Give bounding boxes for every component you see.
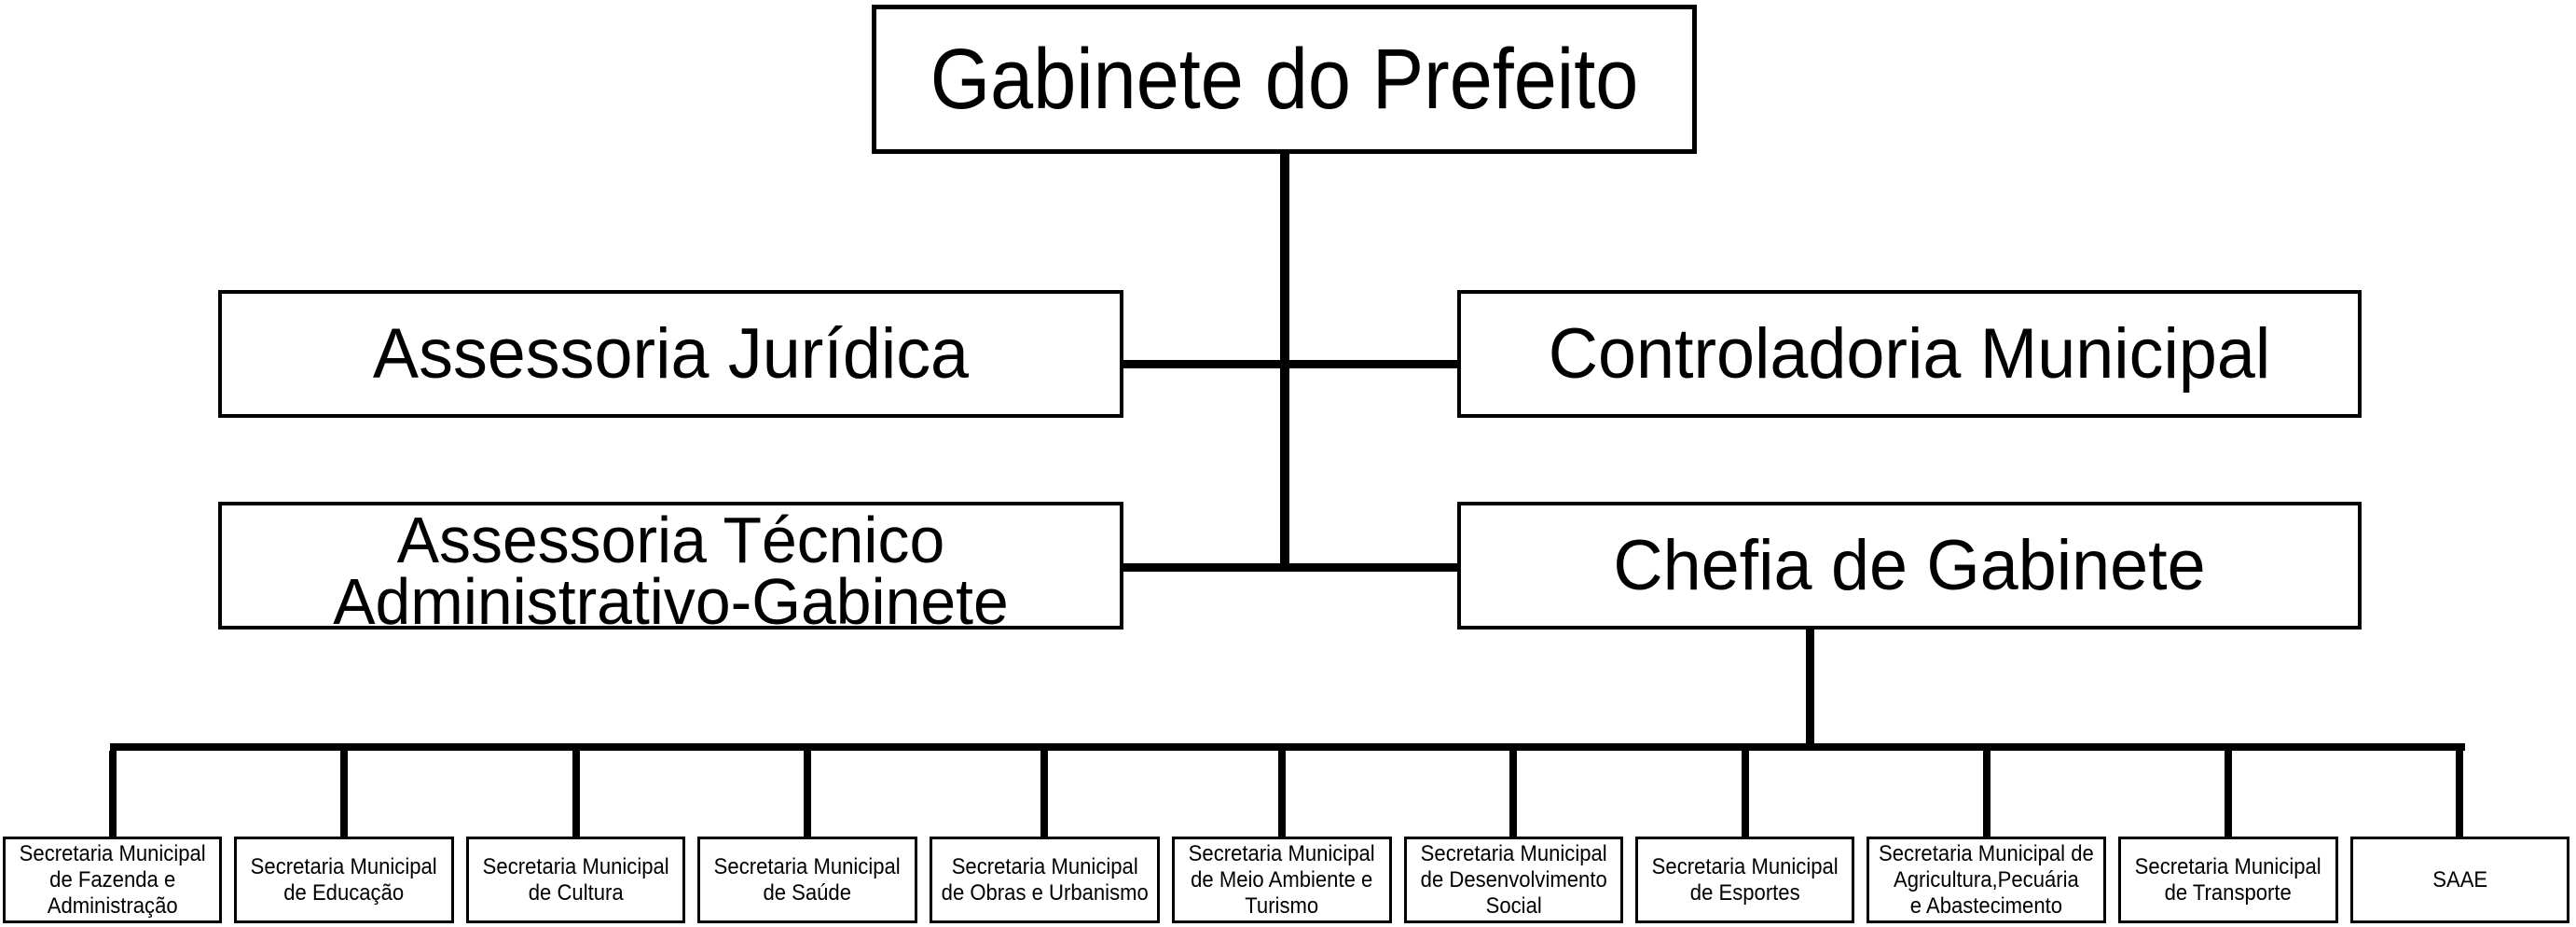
- connector-secretaria-vertical-line: [340, 751, 349, 839]
- secretariats-row: Secretaria Municipal de Fazenda e Admini…: [3, 751, 2570, 923]
- org-node-label: Chefia de Gabinete: [1613, 525, 2206, 605]
- org-node-label: Secretaria Municipal de Transporte: [2134, 853, 2321, 906]
- connector-secretaria-vertical-line: [1509, 751, 1518, 839]
- org-node-chefia-de-gabinete: Chefia de Gabinete: [1457, 502, 2362, 630]
- org-node-secretaria: Secretaria Municipal de Agricultura,Pecu…: [1867, 751, 2107, 923]
- connector-secretaria-vertical-line: [2456, 751, 2464, 839]
- org-node-label: Secretaria Municipal de Esportes: [1651, 853, 1839, 906]
- connector-bus-horizontal-line: [110, 743, 2465, 751]
- org-node-label: Secretaria Municipal de Saúde: [713, 853, 901, 906]
- org-node-label: Secretaria Municipal de Cultura: [482, 853, 669, 906]
- org-node-secretaria: Secretaria Municipal de Meio Ambiente e …: [1172, 751, 1392, 923]
- org-node-secretaria: Secretaria Municipal de Transporte: [2118, 751, 2338, 923]
- connector-secretaria-vertical-line: [108, 751, 117, 839]
- org-node-label: Secretaria Municipal de Meio Ambiente e …: [1188, 840, 1375, 919]
- connector-secretaria-vertical-line: [1277, 751, 1286, 839]
- connector-secretaria-vertical-line: [1741, 751, 1749, 839]
- org-node-label: Secretaria Municipal de Desenvolvimento …: [1420, 840, 1607, 919]
- org-node-label: Secretaria Municipal de Educação: [251, 853, 438, 906]
- org-node-label: Assessoria Jurídica: [372, 313, 970, 394]
- org-node-label: SAAE: [2431, 866, 2487, 892]
- org-node-secretaria: Secretaria Municipal de Desenvolvimento …: [1403, 751, 1623, 923]
- connector-secretaria-vertical-line: [2224, 751, 2232, 839]
- org-node-label: Gabinete do Prefeito: [930, 31, 1639, 127]
- connector-secretaria-vertical-line: [1982, 751, 1991, 839]
- org-node-secretaria: Secretaria Municipal de Esportes: [1634, 751, 1855, 923]
- org-node-secretaria: Secretaria Municipal de Cultura: [465, 751, 686, 923]
- org-node-assessoria-juridica: Assessoria Jurídica: [218, 290, 1123, 418]
- org-node-controladoria-municipal: Controladoria Municipal: [1457, 290, 2362, 418]
- org-node-secretaria: Secretaria Municipal de Saúde: [697, 751, 917, 923]
- org-node-label: Secretaria Municipal de Agricultura,Pecu…: [1879, 840, 2095, 919]
- org-node-label: Secretaria Municipal de Obras e Urbanism…: [941, 853, 1149, 906]
- org-node-label: Assessoria Técnico Administrativo-Gabine…: [333, 503, 1009, 638]
- connector-chefia-vertical-line: [1806, 628, 1814, 750]
- org-node-label: Secretaria Municipal de Fazenda e Admini…: [19, 840, 206, 919]
- org-node-label: Controladoria Municipal: [1548, 313, 2271, 394]
- org-node-assessoria-tecnico-administrativo-gabinete: Assessoria Técnico Administrativo-Gabine…: [218, 502, 1123, 638]
- connector-secretaria-vertical-line: [572, 751, 580, 839]
- org-node-secretaria: Secretaria Municipal de Fazenda e Admini…: [3, 751, 223, 923]
- org-node-secretaria: Secretaria Municipal de Educação: [234, 751, 454, 923]
- connector-row2-horizontal-line: [1123, 360, 1457, 368]
- org-node-gabinete-do-prefeito: Gabinete do Prefeito: [872, 5, 1697, 154]
- connector-secretaria-vertical-line: [1040, 751, 1049, 839]
- connector-secretaria-vertical-line: [803, 751, 811, 839]
- org-node-secretaria: SAAE: [2349, 751, 2570, 923]
- org-node-secretaria: Secretaria Municipal de Obras e Urbanism…: [929, 751, 1161, 923]
- connector-row3-horizontal-line: [1123, 563, 1457, 572]
